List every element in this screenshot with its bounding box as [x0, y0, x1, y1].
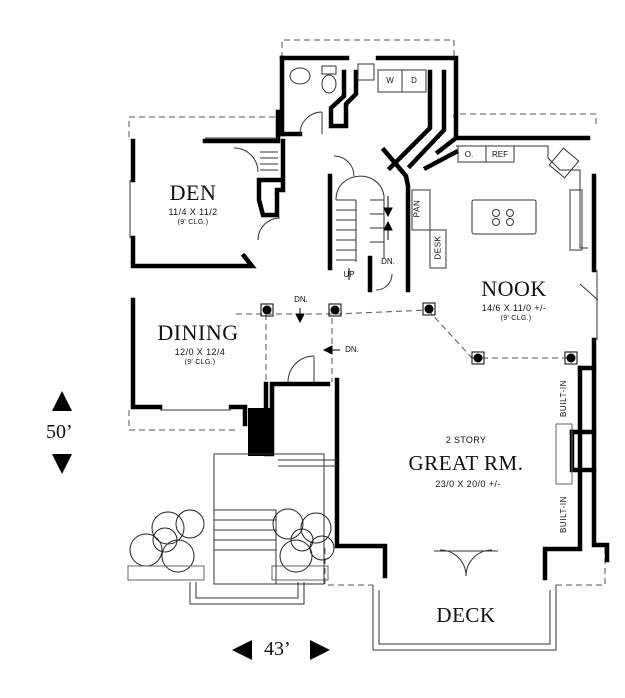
arrow-down-icon: [52, 454, 72, 474]
arrow-right-icon: [310, 640, 330, 660]
great-room-dims: 23/0 X 20/0 +/-: [435, 479, 501, 489]
width-dimension: 43’: [264, 638, 291, 660]
dining-name: DINING: [157, 320, 239, 345]
dining-dims: 12/0 X 12/4: [174, 347, 226, 357]
interior-lines: [129, 63, 599, 651]
shrub-left: [129, 509, 205, 573]
nook-ceiling: (9' CLG.): [500, 315, 532, 322]
arrow-left-icon: [232, 640, 252, 660]
planter-right: [271, 565, 329, 581]
deck-name: DECK: [436, 603, 496, 627]
great-room-story: 2 STORY: [445, 435, 487, 445]
den-dims: 11/4 X 11/2: [168, 207, 218, 217]
nook-name: NOOK: [481, 276, 547, 301]
scale-arrows: [52, 391, 330, 660]
step-down-top-label: DN.: [294, 295, 308, 304]
built-in-lower-label: BUILT-IN: [559, 495, 569, 534]
desk-label: DESK: [433, 235, 443, 260]
dining-ceiling: (9' CLG.): [184, 359, 216, 366]
pantry-label: PAN: [412, 199, 422, 218]
planter-left: [127, 565, 205, 581]
stair-down-label: DN.: [381, 257, 395, 266]
depth-dimension: 50’: [46, 421, 73, 443]
up-label: UP: [343, 270, 355, 279]
walls: [130, 55, 610, 581]
oven-label: O.: [464, 150, 474, 159]
great-room-name: GREAT RM.: [408, 451, 524, 475]
built-in-upper-label: BUILT-IN: [559, 379, 569, 418]
nook-dims: 14/6 X 11/0 +/-: [481, 303, 547, 313]
washer-label: W: [386, 76, 394, 85]
den-name: DEN: [169, 180, 217, 205]
columns: [260, 302, 578, 365]
shrub-right: [272, 508, 335, 573]
fireplace-hearth: [555, 423, 573, 485]
direction-arrows: [295, 196, 393, 355]
den-ceiling: (9' CLG.): [177, 219, 209, 226]
arrow-up-icon: [52, 391, 72, 411]
dryer-label: D: [411, 76, 417, 85]
entry-column: [248, 408, 270, 456]
refrigerator-label: REF: [492, 150, 508, 159]
step-down-side-label: DN.: [345, 345, 359, 354]
